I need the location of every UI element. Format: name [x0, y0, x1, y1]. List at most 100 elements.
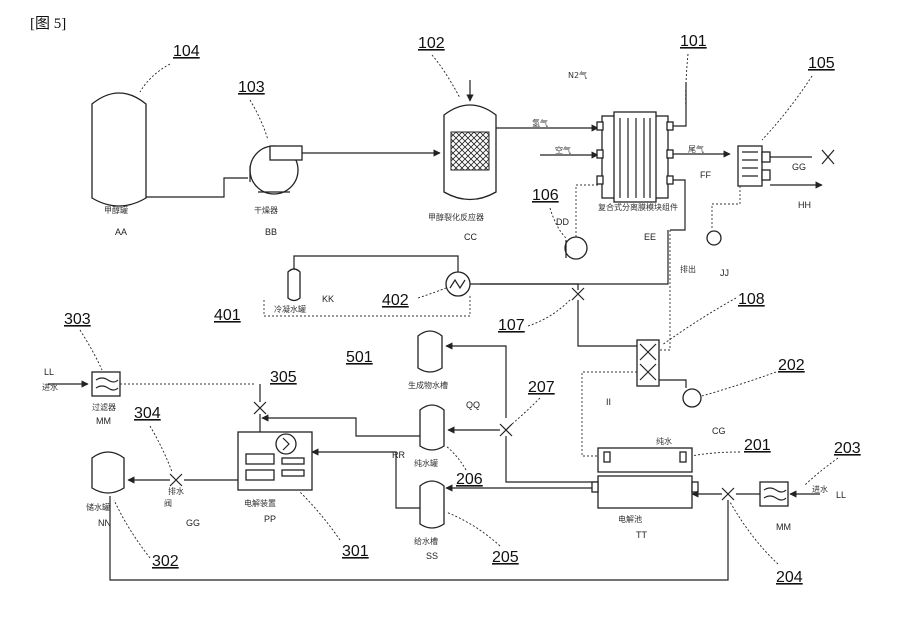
leader-302 [114, 500, 150, 558]
name-201: 电解池 [618, 514, 642, 524]
feed-water-tank-205 [420, 481, 444, 528]
name-102: 甲醇裂化反应器 [428, 212, 484, 222]
valve-207 [500, 424, 512, 436]
line-402-401 [294, 256, 458, 272]
stream-hydrogen: 氢气 [532, 118, 548, 128]
stream-discharge: 排出 [680, 264, 696, 274]
label-202: 202 [778, 357, 805, 374]
heat-exchanger-108 [637, 340, 659, 386]
leader-205 [446, 512, 500, 546]
code-204: MM [776, 522, 791, 532]
label-106: 106 [532, 187, 559, 204]
leader-206 [446, 446, 466, 470]
name-304: 阀 [164, 499, 172, 508]
name-401: 冷凝水罐 [274, 304, 306, 314]
stream-inflow: 进水 [42, 382, 58, 392]
stream-ll: LL [44, 367, 54, 377]
valve-204 [722, 488, 734, 500]
label-205: 205 [492, 549, 519, 566]
name-501: 生成物水槽 [408, 380, 448, 390]
label-101: 101 [680, 33, 707, 50]
filter-204 [760, 482, 788, 506]
label-302: 302 [152, 553, 179, 570]
methanol-tank-104 [92, 93, 146, 206]
inlet-label-102: N2气 [568, 70, 587, 80]
label-303: 303 [64, 311, 91, 328]
valve-305 [254, 402, 266, 414]
name-101: 复合式分离膜模块组件 [598, 202, 678, 212]
name-303: 过滤器 [92, 402, 116, 412]
label-104: 104 [173, 43, 200, 60]
stream-ii: II [606, 397, 611, 407]
code-207: QQ [466, 400, 480, 410]
label-301: 301 [342, 543, 369, 560]
leader-207 [512, 398, 540, 424]
line-105-pump [712, 186, 740, 230]
leader-102 [432, 55, 460, 98]
label-108: 108 [738, 291, 765, 308]
code-303: MM [96, 416, 111, 426]
label-402: 402 [382, 292, 409, 309]
condensate-tank-401 [288, 269, 300, 301]
leader-202 [702, 372, 776, 396]
name-203: 进水 [812, 484, 828, 494]
leader-105 [762, 76, 812, 140]
label-207: 207 [528, 379, 555, 396]
electrolysis-cell-201 [592, 448, 698, 508]
storage-tank-302 [92, 452, 124, 493]
electrolysis-unit-301 [238, 432, 312, 490]
code-103: BB [265, 227, 277, 237]
code-401: KK [322, 294, 334, 304]
label-401: 401 [214, 307, 241, 324]
code-301: PP [264, 514, 276, 524]
label-305: 305 [270, 369, 297, 386]
membrane-module-101 [597, 112, 673, 202]
line-106-101 [576, 185, 598, 237]
valve-304 [170, 474, 182, 486]
name-301: 电解装置 [244, 498, 276, 508]
line-201-207 [506, 436, 598, 482]
stream-gg: GG [792, 162, 806, 172]
product-tank-501 [418, 331, 442, 372]
leader-204 [730, 502, 778, 564]
code-106: DD [556, 217, 569, 227]
leader-203 [804, 458, 838, 486]
stream-pure-water: 纯水 [656, 436, 672, 446]
label-501: 501 [346, 349, 373, 366]
reactor-102 [444, 105, 496, 200]
pump-106 [565, 237, 587, 259]
leader-301 [300, 492, 340, 540]
code-201: TT [636, 530, 647, 540]
label-102: 102 [418, 35, 445, 52]
stream-air: 空气 [555, 145, 571, 155]
leader-402 [418, 288, 446, 298]
leader-104 [140, 64, 170, 92]
stream-drain: 排水 [168, 486, 184, 496]
leader-304 [150, 426, 172, 472]
outlet-101-top [673, 82, 686, 126]
code-205: SS [426, 551, 438, 561]
filter-303 [92, 372, 120, 396]
name-205: 给水槽 [414, 536, 438, 546]
label-201: 201 [744, 437, 771, 454]
label-204: 204 [776, 569, 803, 586]
line-108-201 [582, 372, 637, 456]
code-102: CC [464, 232, 477, 242]
label-304: 304 [134, 405, 161, 422]
leader-303 [80, 330, 102, 370]
label-107: 107 [498, 317, 525, 334]
pure-water-tank-206 [420, 405, 444, 450]
stream-hh: HH [798, 200, 811, 210]
code-203: LL [836, 490, 846, 500]
label-206: 206 [456, 471, 483, 488]
name-103: 干燥器 [254, 206, 278, 215]
condenser-402 [446, 272, 470, 296]
label-105: 105 [808, 55, 835, 72]
dryer-103 [250, 146, 302, 194]
leader-107 [528, 300, 570, 326]
leader-201 [692, 452, 740, 456]
heat-exchanger-105 [738, 146, 770, 186]
line-104-103 [146, 178, 248, 197]
line-108-202 [659, 380, 686, 388]
